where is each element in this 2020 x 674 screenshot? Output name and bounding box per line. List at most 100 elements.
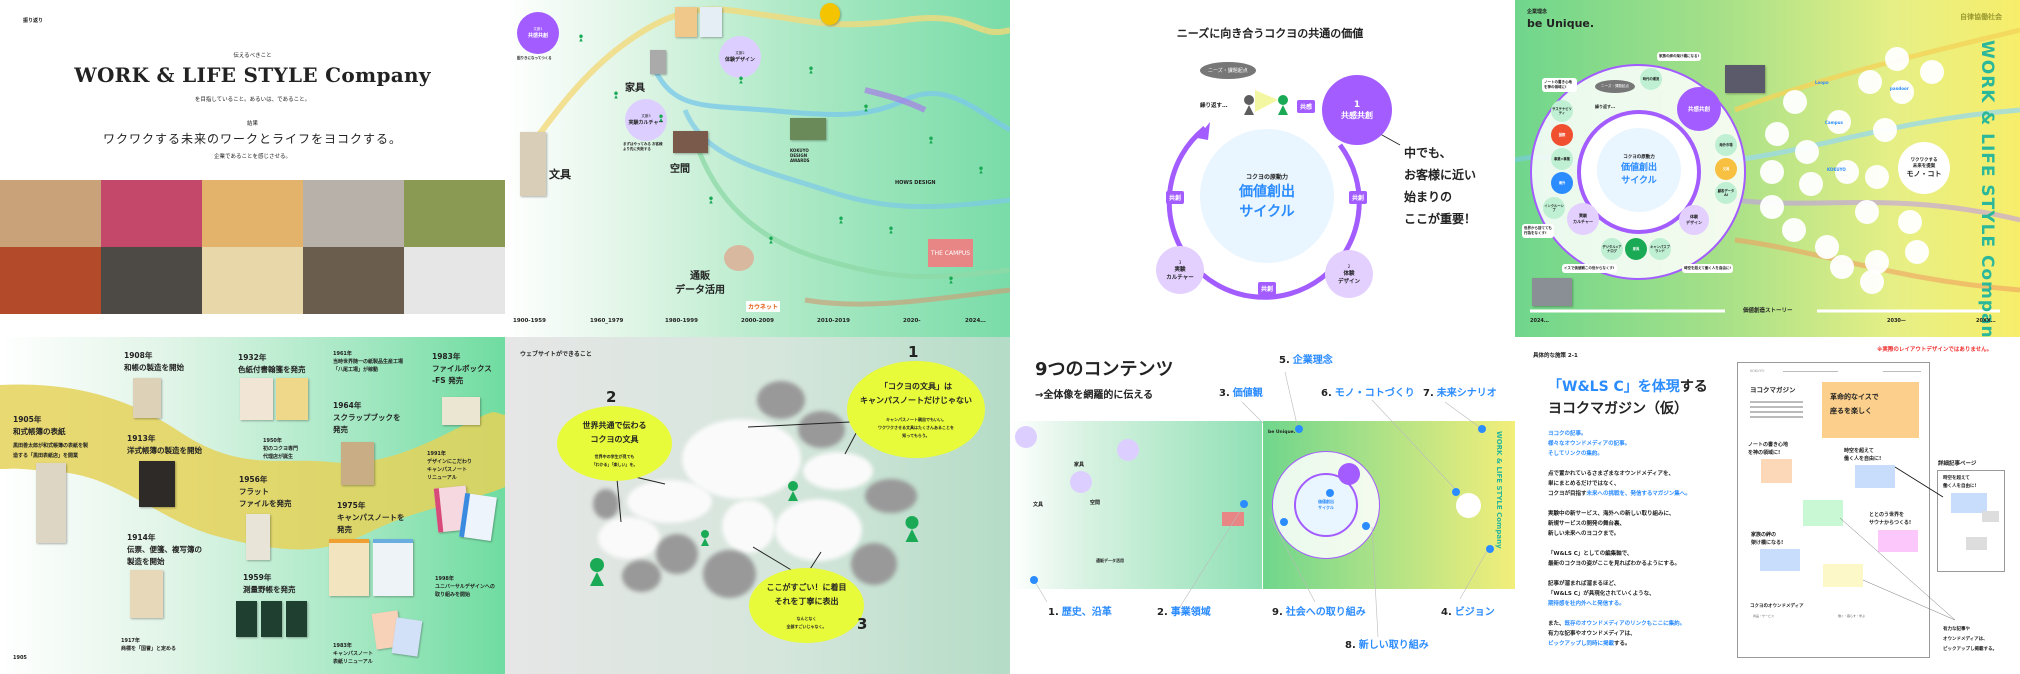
item-label: 企業理念 — [1292, 355, 1333, 366]
line: 記事が溜まれば溜まるほど、 — [1548, 581, 1620, 587]
event-year: 1950年 — [263, 438, 282, 444]
center-title: サイクル — [1621, 176, 1657, 186]
point-desc: なんとなく 全部すごいじゃなく。 — [786, 615, 827, 629]
callout-text: 中でも、 お客様に近い 始まりの ここが重要！ — [1404, 142, 1476, 230]
brand-kaunet: カウネット — [746, 301, 781, 312]
year-label: 2030— — [1887, 318, 1906, 324]
pointer-lines — [1030, 371, 1494, 638]
thumb-circle — [1117, 439, 1139, 461]
point-1-bubble: 「コクヨの文具」は キャンパスノートだけじゃない キャンパスノート親自でもいい。… — [847, 361, 985, 458]
future-bubble — [1783, 90, 1807, 114]
future-bubble — [1885, 47, 1909, 71]
context-note: まずはやってみる お客様より先に失敗する — [623, 142, 663, 151]
point-3-bubble: ここがすごい！に着目 それを丁寧に表出 なんとなく 全部すごいじゃなく。 — [749, 568, 864, 643]
item-label: 新しい取り組み — [1358, 640, 1429, 651]
thumb-label: be Unique. — [1268, 430, 1296, 435]
context-circle-empathy: 文脈1 共感共創 — [517, 12, 559, 54]
ring-item: 文具 — [1715, 158, 1737, 180]
event-text: 初のコクヨ専門 代理店が誕生 — [263, 446, 299, 460]
event-text: 当時世界随一の紙製品生産工場 「八尾工場」が稼動 — [333, 359, 404, 373]
content-item-vision: 4.ビジョン — [1441, 603, 1495, 618]
cycle-ring — [1166, 90, 1401, 300]
person-icon — [1243, 95, 1255, 115]
nav-line — [1883, 371, 1921, 372]
slide-title: WORK & LIFE STYLE Company — [74, 63, 431, 87]
owned-media-heading: コクヨのオウンドメディア — [1750, 604, 1804, 609]
event-text: デザインにこだわり キャンパスノート リニューアル — [427, 459, 472, 481]
timeline-event: 1975年キャンパスノートを 発売 — [337, 500, 405, 536]
cocreate-tag: 共創 — [1166, 191, 1185, 204]
text-line — [1750, 401, 1803, 403]
slide-brand-statement: 振り返り 伝えるべきこと WORK & LIFE STYLE Company を… — [0, 0, 505, 337]
item-label: モノ・コトづくり — [1334, 388, 1415, 399]
brand-photo — [303, 247, 404, 314]
event-year: 1983年 — [432, 352, 461, 361]
person-icon — [864, 104, 868, 112]
domain-label: 通販 データ活用 — [675, 271, 725, 296]
slide-title-2: ヨコクマガジン（仮） — [1548, 401, 1688, 417]
section-label: 振り返り — [23, 18, 44, 24]
center-kicker: コクヨの原動力 — [1245, 173, 1288, 181]
person-icon — [589, 558, 606, 586]
callout-line: 始まりの — [1404, 190, 1453, 204]
file-box-image — [442, 397, 480, 425]
quote: ノートの書き心地を神の領域に! — [1542, 78, 1577, 92]
slide-history-timeline: 1905年和式帳簿の表紙黒田善太郎が和式帳簿の表紙を製 造する「黒田表紙店」を開… — [0, 337, 505, 674]
intro-text: ヨコクの記事。 様々なオウンドメディアの記事。 そしてリンクの集約。 — [1548, 429, 1630, 459]
timeline-minor-event: 1983年キャンパスノート 表紙リニューアル — [333, 642, 373, 666]
brand-label: pandoor — [1890, 86, 1909, 91]
campus-note-image — [391, 617, 423, 657]
future-bubble — [1905, 240, 1929, 264]
timeline-band — [0, 384, 505, 550]
item-num: 6. — [1321, 388, 1332, 399]
ring-item: キャンパスブランド — [1649, 238, 1671, 260]
needs-bubble: ニーズ・課題起点 — [1200, 62, 1256, 79]
feature-article[interactable]: 革命的なイスで 座るを楽しく — [1822, 382, 1919, 438]
highlight: 未来への挑戦を、発信するマガジン集へ。 — [1586, 491, 1691, 497]
brand-hows-design: HOWS DESIGN — [895, 180, 936, 186]
event-year: 1991年 — [427, 451, 446, 457]
paragraph: 「W&LS C」としての編集軸で、 最新のコクヨの姿がここを見ればわかるようにす… — [1548, 549, 1680, 569]
context-num: 文脈3 — [641, 114, 651, 118]
mock-logo: KOKUYO — [1750, 369, 1765, 373]
future-bubble — [1890, 80, 1914, 104]
product-image — [139, 461, 175, 507]
content-item-philosophy: 5.企業理念 — [1279, 351, 1333, 366]
line: 「W&LS C」が具現化されていくような、 — [1548, 591, 1655, 597]
article-title[interactable]: ととのう世界を サウナからつくる! — [1869, 512, 1912, 526]
classroom-image — [673, 131, 708, 153]
node-experience: 体験 デザイン — [1679, 205, 1709, 235]
center-circle: コクヨの原動力 価値創出 サイクル — [1597, 128, 1681, 212]
item-num: 8. — [1345, 640, 1356, 651]
quote: 家族の絆の架け橋になる! — [1657, 52, 1702, 61]
slide-website-capabilities: ウェブサイトができること 「コクヨの文具」は キャンパスノートだけじゃない キャ… — [505, 337, 1010, 674]
paragraph: 点で置かれているさまざまなオウンドメディアを、 単にまとめるだけではなく、 コク… — [1548, 469, 1691, 499]
brand-the-campus: THE CAMPUS — [928, 239, 973, 267]
slide-title: be Unique. — [1527, 17, 1595, 30]
event-text: フラット ファイルを発売 — [239, 487, 292, 508]
event-desc: 黒田善太郎が和式帳簿の表紙を製 造する「黒田表紙店」を開業 — [13, 443, 89, 459]
article-thumb — [1760, 549, 1800, 571]
event-year: 1917年 — [121, 638, 140, 644]
article-title[interactable]: ノートの書き心地 を神の領域に! — [1748, 442, 1789, 456]
thumb-campus — [1222, 512, 1244, 526]
brand-photo — [101, 247, 202, 314]
person-icon — [614, 91, 618, 99]
article-title[interactable]: 家族の絆の 架け橋になる! — [1751, 532, 1784, 546]
center-title: 価値創出 — [1239, 183, 1295, 200]
item-label: 価値観 — [1232, 388, 1263, 399]
future-bubble — [1865, 165, 1889, 189]
year-label: 1900-1959 — [513, 318, 546, 324]
timeline-event: 1905年和式帳簿の表紙黒田善太郎が和式帳簿の表紙を製 造する「黒田表紙店」を開… — [13, 414, 88, 461]
stream-lines — [532, 6, 1010, 307]
line: コクヨが目指す — [1548, 491, 1587, 497]
node-num: 2 — [1347, 263, 1351, 269]
future-line: モノ・コト — [1906, 170, 1942, 178]
article-thumb — [1803, 500, 1843, 526]
future-line: 未来を提案 — [1912, 164, 1936, 169]
article-title[interactable]: 時空を超えて 働く人を自由に! — [1844, 448, 1882, 462]
item-num: 3. — [1219, 388, 1230, 399]
brand-photo — [0, 247, 101, 314]
brand-label: Campus — [1825, 120, 1843, 125]
thumb-label: 空間 — [1090, 500, 1101, 506]
